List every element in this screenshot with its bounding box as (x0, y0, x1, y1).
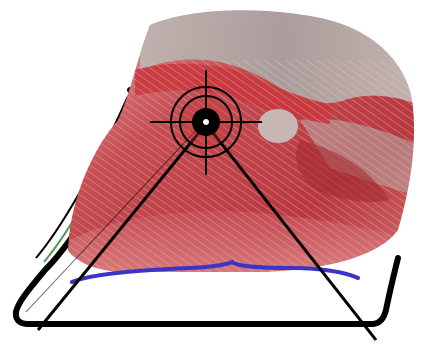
tissue-knob (258, 109, 298, 143)
muscle-tissue (60, 0, 430, 290)
